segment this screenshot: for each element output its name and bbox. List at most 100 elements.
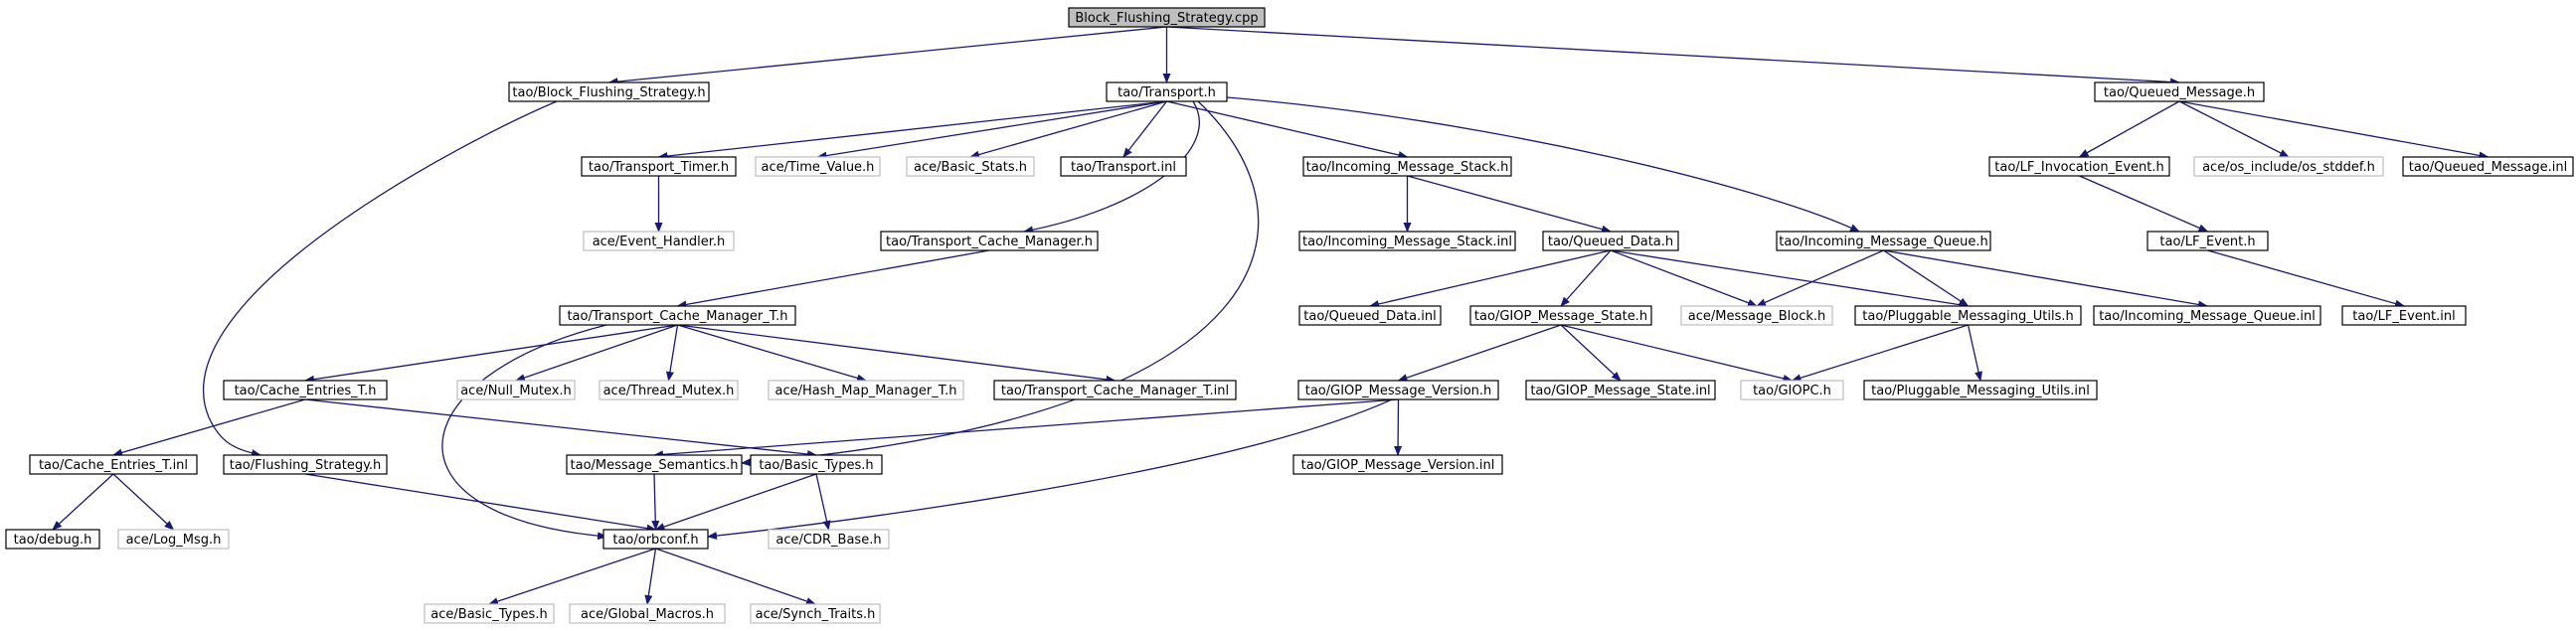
node-ims-h[interactable]: tao/Incoming_Message_Stack.h — [1302, 156, 1512, 177]
node-transport-h[interactable]: tao/Transport.h — [1106, 81, 1228, 102]
node-box — [750, 454, 883, 475]
node-label: ace/Log_Msg.h — [126, 533, 222, 548]
edge-qd_h-to-pmu_h — [1610, 249, 1970, 309]
node-box — [581, 156, 737, 177]
node-osstd-h: ace/os_include/os_stddef.h — [2193, 156, 2384, 177]
node-label: tao/Queued_Message.inl — [2409, 160, 2567, 175]
node-qd-h[interactable]: tao/Queued_Data.h — [1542, 231, 1679, 251]
node-gms-h[interactable]: tao/GIOP_Message_State.h — [1469, 305, 1652, 326]
node-label: tao/Basic_Types.h — [759, 458, 873, 473]
node-box — [1060, 156, 1187, 177]
node-box — [29, 454, 198, 475]
node-tcmt-h[interactable]: tao/Transport_Cache_Manager_T.h — [559, 305, 796, 326]
node-qm-inl[interactable]: tao/Queued_Message.inl — [2402, 156, 2574, 177]
node-label: tao/Incoming_Message_Stack.inl — [1302, 235, 1512, 249]
node-lfie-h[interactable]: tao/LF_Invocation_Event.h — [1988, 156, 2170, 177]
node-qm-h[interactable]: tao/Queued_Message.h — [2094, 81, 2265, 102]
node-lfe-inl[interactable]: tao/LF_Event.inl — [2341, 305, 2467, 326]
node-cdr-h: ace/CDR_Base.h — [768, 529, 890, 550]
node-label: tao/Incoming_Message_Stack.h — [1306, 160, 1509, 175]
node-box — [2193, 156, 2384, 177]
edge-qd_h-to-gms_h — [1560, 249, 1612, 307]
edge-tcmt_h-to-orbconf_h — [441, 324, 607, 541]
node-label: tao/Transport.inl — [1071, 160, 1176, 175]
node-imq-inl[interactable]: tao/Incoming_Message_Queue.inl — [2093, 305, 2321, 326]
node-tt-h[interactable]: tao/Transport_Timer.h — [581, 156, 737, 177]
node-box — [1298, 305, 1442, 326]
node-bfs-h[interactable]: tao/Block_Flushing_Strategy.h — [508, 81, 710, 102]
node-st-h: ace/Synch_Traits.h — [750, 603, 881, 624]
edge-imq_h-to-pmu_h — [1883, 249, 1970, 307]
node-box — [1776, 231, 1991, 251]
node-label: tao/orbconf.h — [612, 533, 698, 548]
node-label: tao/LF_Event.h — [2159, 235, 2255, 249]
node-ms-h[interactable]: tao/Message_Semantics.h — [566, 454, 743, 475]
node-gmv-inl[interactable]: tao/GIOP_Message_Version.inl — [1292, 454, 1503, 475]
node-box — [424, 603, 555, 624]
edge-qd_h-to-mb_h — [1610, 249, 1758, 307]
node-tcmt-inl[interactable]: tao/Transport_Cache_Manager_T.inl — [993, 380, 1237, 400]
node-gms-inl[interactable]: tao/GIOP_Message_State.inl — [1525, 380, 1716, 400]
node-bt-h[interactable]: tao/Basic_Types.h — [750, 454, 883, 475]
node-qd-inl[interactable]: tao/Queued_Data.inl — [1298, 305, 1442, 326]
node-fs-h[interactable]: tao/Flushing_Strategy.h — [223, 454, 388, 475]
node-box — [602, 529, 709, 550]
edge-transport_h-to-transport_inl — [1122, 100, 1168, 158]
node-label: tao/Transport.h — [1117, 85, 1216, 100]
node-transport-inl[interactable]: tao/Transport.inl — [1060, 156, 1187, 177]
node-tv-h: ace/Time_Value.h — [755, 156, 881, 177]
node-label: tao/Incoming_Message_Queue.inl — [2099, 309, 2316, 324]
node-box — [2094, 81, 2265, 102]
node-box — [1292, 454, 1503, 475]
node-gmv-h[interactable]: tao/GIOP_Message_Version.h — [1297, 380, 1499, 400]
node-orbconf-h[interactable]: tao/orbconf.h — [602, 529, 709, 550]
node-hmm-h: ace/Hash_Map_Manager_T.h — [768, 380, 964, 400]
node-label: ace/Basic_Types.h — [430, 607, 547, 622]
edge-tcmt_h-to-tm_h — [665, 324, 679, 382]
edge-fs_h-to-orbconf_h — [304, 473, 657, 533]
node-box — [1302, 156, 1512, 177]
node-ce-inl[interactable]: tao/Cache_Entries_T.inl — [29, 454, 198, 475]
node-label: tao/GIOPC.h — [1753, 384, 1831, 398]
node-box — [1854, 305, 2082, 326]
node-box — [508, 81, 710, 102]
node-label: tao/Flushing_Strategy.h — [230, 458, 382, 473]
node-box — [1297, 380, 1499, 400]
node-label: tao/Incoming_Message_Queue.h — [1779, 235, 1987, 249]
nodes-layer: Block_Flushing_Strategy.cpp tao/Block_Flu… — [5, 7, 2574, 624]
node-debug-h[interactable]: tao/debug.h — [5, 529, 100, 550]
edge-transport_h-to-tt_h — [657, 100, 1167, 160]
node-box — [559, 305, 796, 326]
node-box — [583, 231, 735, 251]
node-tcm-h[interactable]: tao/Transport_Cache_Manager.h — [880, 231, 1099, 251]
node-label: tao/Cache_Entries_T.h — [235, 384, 377, 398]
node-label: tao/Block_Flushing_Strategy.h — [512, 85, 705, 100]
edge-gms_h-to-gms_inl — [1560, 324, 1622, 382]
node-label: ace/Thread_Mutex.h — [603, 384, 735, 398]
node-box — [1680, 305, 1833, 326]
node-box — [566, 454, 743, 475]
node-ims-inl[interactable]: tao/Incoming_Message_Stack.inl — [1298, 231, 1516, 251]
edge-root-to-qm_h — [1166, 26, 2180, 86]
edge-ms_h-to-orbconf_h — [651, 473, 660, 531]
node-box — [2341, 305, 2467, 326]
node-ce-h[interactable]: tao/Cache_Entries_T.h — [223, 380, 388, 400]
node-label: tao/Queued_Data.h — [1548, 235, 1673, 249]
edge-bt_h-to-cdr_h — [815, 473, 831, 531]
edge-transport_h-to-bs_h — [969, 100, 1167, 159]
edge-gmv_h-to-gmv_inl — [1394, 398, 1403, 456]
node-imq-h[interactable]: tao/Incoming_Message_Queue.h — [1776, 231, 1991, 251]
node-pmu-inl[interactable]: tao/Pluggable_Messaging_Utils.inl — [1863, 380, 2098, 400]
node-box — [768, 380, 964, 400]
node-abt-h: ace/Basic_Types.h — [424, 603, 555, 624]
node-pmu-h[interactable]: tao/Pluggable_Messaging_Utils.h — [1854, 305, 2082, 326]
node-box — [117, 529, 230, 550]
edge-transport_h-to-imq_h — [1226, 96, 1860, 233]
node-root[interactable]: Block_Flushing_Strategy.cpp — [1068, 7, 1266, 28]
node-label: tao/LF_Event.inl — [2352, 309, 2455, 324]
edge-tcmt_h-to-tcmt_inl — [677, 324, 1116, 384]
node-lfe-h[interactable]: tao/LF_Event.h — [2147, 231, 2269, 251]
node-eh-h: ace/Event_Handler.h — [583, 231, 735, 251]
node-label: ace/Message_Block.h — [1688, 309, 1826, 324]
node-label: tao/GIOP_Message_Version.inl — [1301, 458, 1495, 473]
